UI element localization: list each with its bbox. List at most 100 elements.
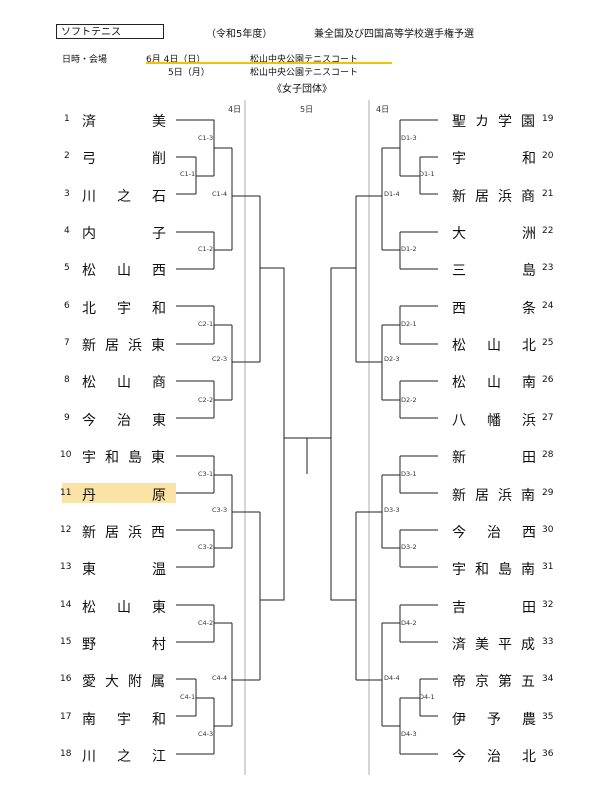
- match-label: C3-1: [198, 470, 214, 478]
- team-name-char: 川: [82, 749, 96, 765]
- team-number: 35: [542, 712, 554, 722]
- team-number: 12: [60, 525, 72, 535]
- team-name-char: 園: [521, 114, 535, 130]
- match-label: D3-1: [401, 470, 417, 478]
- event-name: 兼全国及び四国高等学校選手権予選: [314, 29, 474, 40]
- match-label: D4-2: [401, 619, 417, 627]
- match-label: C4-2: [198, 619, 214, 627]
- team-name-char: 新: [452, 488, 466, 504]
- team-number: 33: [542, 637, 554, 647]
- team-name-char: 東: [82, 562, 96, 578]
- team-number: 21: [542, 189, 554, 199]
- team-name-char: 和: [152, 712, 166, 728]
- team-name-char: 今: [452, 749, 466, 765]
- match-label: C4-4: [212, 674, 228, 682]
- team-name-char: 西: [452, 301, 466, 317]
- day1-date: 6月 4日（日）: [146, 55, 206, 65]
- team-number: 10: [60, 450, 72, 460]
- team-number: 2: [64, 151, 70, 161]
- team-name-char: 宇: [452, 562, 466, 578]
- team-name-char: 宇: [117, 712, 131, 728]
- team-name-char: 和: [522, 151, 536, 167]
- team-number: 31: [542, 562, 554, 572]
- team-name-char: 田: [522, 600, 536, 616]
- team-name-char: 八: [452, 413, 466, 429]
- match-label: C1-3: [198, 134, 214, 142]
- team-number: 5: [64, 263, 70, 273]
- team-number: 19: [542, 114, 554, 124]
- team-name-char: 島: [128, 450, 142, 466]
- team-name-char: 新: [82, 338, 96, 354]
- team-number: 15: [60, 637, 72, 647]
- team-number: 23: [542, 263, 554, 273]
- team-name-char: 新: [82, 525, 96, 541]
- team-number: 17: [60, 712, 72, 722]
- team-name-char: 東: [151, 338, 165, 354]
- match-label: D1-1: [419, 170, 435, 178]
- team-name-char: 大: [105, 674, 119, 690]
- team-name-char: 居: [105, 525, 119, 541]
- team-number: 1: [64, 114, 70, 124]
- match-label: C2-2: [198, 396, 214, 404]
- team-number: 32: [542, 600, 554, 610]
- team-name-char: 島: [522, 263, 536, 279]
- team-name-char: 宇: [117, 301, 131, 317]
- team-name-char: 南: [521, 488, 535, 504]
- team-name-char: 之: [117, 749, 131, 765]
- team-name-char: 田: [522, 450, 536, 466]
- center-day-label: 5日: [300, 105, 314, 114]
- team-name-char: 北: [82, 301, 96, 317]
- match-label: C3-3: [212, 506, 228, 514]
- match-label: D1-2: [401, 245, 417, 253]
- team-name-char: 東: [152, 600, 166, 616]
- team-name-char: 村: [152, 637, 166, 653]
- team-name-char: 幡: [487, 413, 501, 429]
- team-number: 34: [542, 674, 554, 684]
- team-name-char: 五: [521, 674, 535, 690]
- match-label: D2-2: [401, 396, 417, 404]
- team-name-char: 農: [522, 712, 536, 728]
- match-label: D1-4: [384, 190, 400, 198]
- match-label: D4-1: [419, 693, 435, 701]
- team-name-char: 温: [152, 562, 166, 578]
- match-label: C3-2: [198, 543, 214, 551]
- team-name-char: 新: [452, 189, 466, 205]
- team-number: 27: [542, 413, 554, 423]
- team-name-char: 山: [117, 375, 131, 391]
- team-name-char: 山: [117, 600, 131, 616]
- team-number: 36: [542, 749, 554, 759]
- team-name-char: 野: [82, 637, 96, 653]
- team-name-char: 浜: [128, 525, 142, 541]
- right-bracket-lines: [330, 119, 438, 755]
- match-label: C2-1: [198, 320, 214, 328]
- team-name-char: 条: [522, 301, 536, 317]
- team-name-char: 山: [117, 263, 131, 279]
- team-name-char: 松: [82, 263, 96, 279]
- team-name-char: 吉: [452, 600, 466, 616]
- team-name-char: 居: [105, 338, 119, 354]
- match-label: D4-4: [384, 674, 400, 682]
- team-number: 9: [64, 413, 70, 423]
- team-name-char: 洲: [522, 226, 536, 242]
- team-name-char: 江: [152, 749, 166, 765]
- team-name-char: 浜: [128, 338, 142, 354]
- team-number: 3: [64, 189, 70, 199]
- team-name-char: 南: [521, 562, 535, 578]
- team-name-char: 大: [452, 226, 466, 242]
- team-name-char: 南: [82, 712, 96, 728]
- team-number: 18: [60, 749, 72, 759]
- team-name-char: 予: [487, 712, 501, 728]
- match-label: C1-4: [212, 190, 228, 198]
- final-lines: [284, 437, 331, 474]
- match-label: C1-2: [198, 245, 214, 253]
- team-name-char: 美: [152, 114, 166, 130]
- match-label: D4-3: [401, 730, 417, 738]
- match-label: C4-1: [180, 693, 196, 701]
- team-name-char: 伊: [452, 712, 466, 728]
- team-name-char: 松: [82, 375, 96, 391]
- team-name-char: 済: [82, 114, 96, 130]
- category-title: 《女子団体》: [272, 84, 332, 95]
- day2-venue: 松山中央公園テニスコート: [250, 68, 359, 78]
- team-number: 24: [542, 301, 554, 311]
